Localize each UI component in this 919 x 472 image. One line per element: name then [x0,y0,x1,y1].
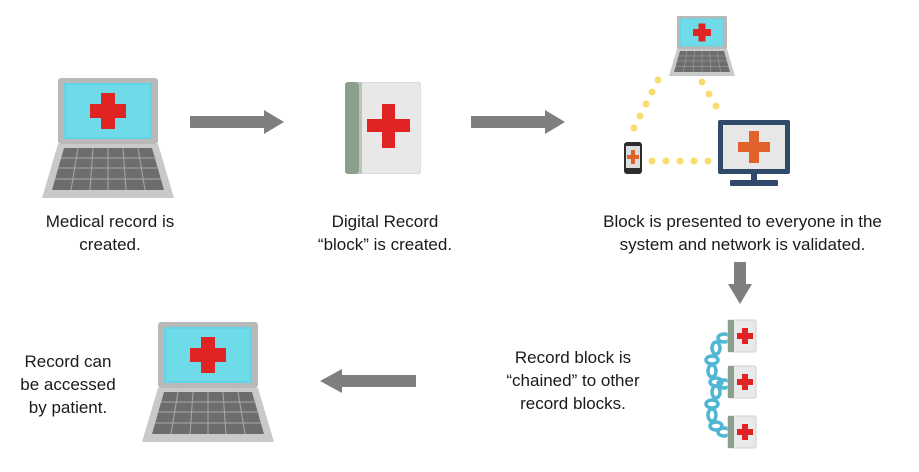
caption-line: created. [79,235,141,254]
caption-line: by patient. [28,398,108,417]
step-2-caption: Digital Record “block” is created. [285,210,485,256]
step-3-caption: Block is presented to everyone in the sy… [570,210,915,256]
caption-line: record blocks. [520,394,626,413]
chained-blocks-icon [692,312,766,458]
laptop-medical-icon [40,78,176,200]
caption-line: system and network is validated. [619,235,866,254]
network-devices-icon [610,12,800,192]
arrow-right-icon [190,110,284,134]
caption-line: Record block is [514,348,632,367]
arrow-right-icon [471,110,565,134]
caption-line: be accessed [20,375,116,394]
step-4-caption: Record block is “chained” to other recor… [488,346,658,415]
arrow-left-icon [320,369,416,393]
caption-line: “chained” to other [506,371,640,390]
caption-line: Record can [24,352,112,371]
medical-record-book-icon [345,82,421,174]
arrow-down-icon [728,262,752,304]
caption-line: Medical record is [45,212,175,231]
laptop-medical-icon [140,322,276,444]
caption-line: Digital Record [331,212,439,231]
step-5-caption: Record can be accessed by patient. [2,350,134,419]
caption-line: Block is presented to everyone in the [603,212,882,231]
step-1-caption: Medical record is created. [10,210,210,256]
caption-line: “block” is created. [317,235,453,254]
